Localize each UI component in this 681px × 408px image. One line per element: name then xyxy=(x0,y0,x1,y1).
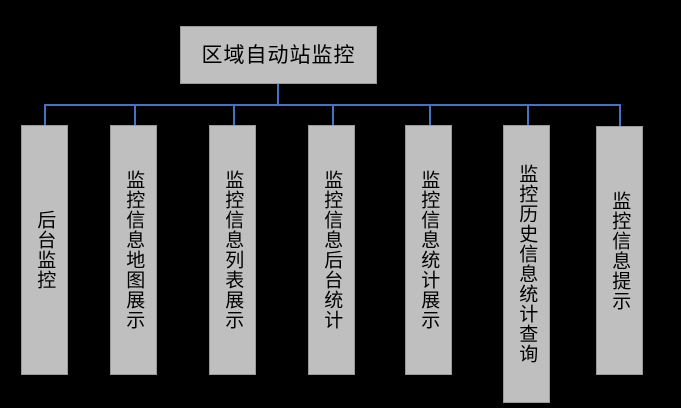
child-node-3[interactable]: 监控信息列表展示 xyxy=(209,125,256,375)
child-node-4-label: 监控信息后台统计 xyxy=(321,170,344,330)
child-node-7[interactable]: 监控信息提示 xyxy=(596,126,643,375)
connector-drop-4 xyxy=(332,104,334,126)
root-node-label: 区域自动站监控 xyxy=(201,42,356,67)
connector-drop-3 xyxy=(233,104,235,126)
child-node-5-label: 监控信息统计展示 xyxy=(418,170,441,330)
connector-root-stem xyxy=(277,84,279,106)
child-node-6[interactable]: 监控历史信息统计查询 xyxy=(503,125,550,403)
child-node-2[interactable]: 监控信息地图展示 xyxy=(110,125,157,375)
connector-drop-1 xyxy=(44,104,46,126)
child-node-7-label: 监控信息提示 xyxy=(609,190,632,311)
connector-drop-5 xyxy=(429,104,431,126)
connector-drop-7 xyxy=(619,104,621,126)
root-node[interactable]: 区域自动站监控 xyxy=(180,26,377,84)
child-node-5[interactable]: 监控信息统计展示 xyxy=(405,125,452,375)
child-node-1-label: 后台监控 xyxy=(34,210,57,290)
child-node-6-label: 监控历史信息统计查询 xyxy=(516,164,539,364)
connector-drop-2 xyxy=(134,104,136,126)
child-node-2-label: 监控信息地图展示 xyxy=(123,170,146,330)
child-node-3-label: 监控信息列表展示 xyxy=(222,170,245,330)
child-node-1[interactable]: 后台监控 xyxy=(21,125,68,375)
connector-drop-6 xyxy=(527,104,529,126)
child-node-4[interactable]: 监控信息后台统计 xyxy=(308,125,355,375)
